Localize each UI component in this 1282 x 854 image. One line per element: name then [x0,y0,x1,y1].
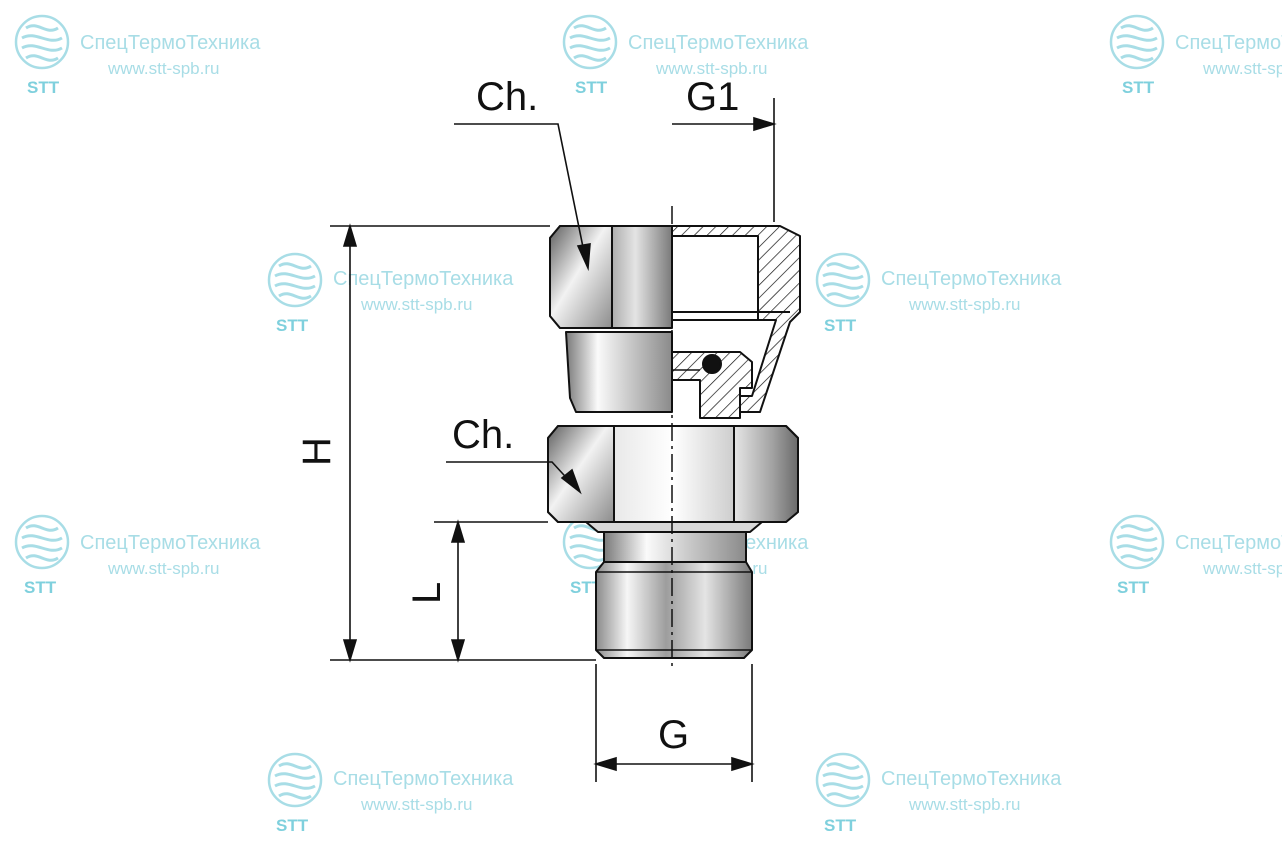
watermark-lower-left: STT СпецТермоТехника www.stt-spb.ru [14,514,261,597]
fitting-body [547,206,801,668]
stt-logo-icon [562,14,618,70]
stt-logo-icon [1109,514,1165,570]
stt-logo-icon [14,514,70,570]
watermark-company: СпецТермоТехника [333,768,514,790]
watermark-company: СпецТермоТехника [881,268,1062,290]
watermark-company: СпецТермоТехника [80,32,261,54]
stt-logo-icon [267,252,323,308]
male-thread-stud [585,521,763,659]
inner-cone-section [671,351,753,419]
thread-g1-label: G1 [686,75,739,119]
arrow-left-icon [593,756,617,772]
watermark-abbr: STT [570,578,603,597]
watermark-company: СпецТермоТехника [1175,532,1282,554]
upper-hex-nut [549,225,673,329]
watermark-url: www.stt-spb.ru [1202,559,1282,578]
watermark-bottom-left: STT СпецТермоТехника www.stt-spb.ru [267,752,514,835]
watermark-lower-right: STT СпецТермоТехника www.stt-spb.ru [1109,514,1282,597]
stt-logo-icon [267,752,323,808]
arrow-up-icon [342,223,358,247]
watermark-url: www.stt-spb.ru [107,59,219,78]
watermark-abbr: STT [575,78,608,97]
neck [565,331,673,413]
watermark-abbr: STT [276,316,309,335]
arrow-right-icon [731,756,755,772]
watermark-url: www.stt-spb.ru [360,795,472,814]
watermark-company: СпецТермоТехника [881,768,1062,790]
watermark-company: СпецТермоТехника [628,32,809,54]
arrow-right-icon [753,116,777,132]
chamfer-top-label: Ch. [476,75,538,119]
watermark-top-left: STT СпецТермоТехника www.stt-spb.ru [14,14,261,97]
chamfer-bottom-label: Ch. [452,413,514,457]
watermark-abbr: STT [27,78,60,97]
o-ring [702,354,722,374]
watermark-top-right: STT СпецТермоТехника www.stt-spb.ru [1109,14,1282,97]
arrow-up-icon [450,519,466,543]
watermark-top-center: STT СпецТермоТехника www.stt-spb.ru [562,14,809,97]
watermark-abbr: STT [24,578,57,597]
watermark-bottom-right: STT СпецТермоТехника www.stt-spb.ru [815,752,1062,835]
watermark-abbr: STT [1122,78,1155,97]
watermark-company: СпецТермоТехника [1175,32,1282,54]
watermark-url: www.stt-spb.ru [908,795,1020,814]
lower-hex-body [547,425,799,523]
dimension-lines [330,98,777,782]
watermark-abbr: STT [276,816,309,835]
stt-logo-icon [815,252,871,308]
arrow-down-icon [450,639,466,663]
length-label: L [405,582,449,604]
stt-logo-icon [14,14,70,70]
arrow-down-icon [342,639,358,663]
height-label: H [295,437,339,466]
watermark-url: www.stt-spb.ru [1202,59,1282,78]
watermark-url: www.stt-spb.ru [908,295,1020,314]
watermark-mid-right: STT СпецТермоТехника www.stt-spb.ru [815,252,1062,335]
watermark-mid-left: STT СпецТермоТехника www.stt-spb.ru [267,252,514,335]
stt-logo-icon [815,752,871,808]
watermark-company: СпецТермоТехника [80,532,261,554]
watermark-company: СпецТермоТехника [333,268,514,290]
watermark-url: www.stt-spb.ru [360,295,472,314]
watermark-url: www.stt-spb.ru [655,59,767,78]
watermark-abbr: STT [824,316,857,335]
thread-g-label: G [658,713,689,757]
arrow-down-icon [560,468,582,495]
watermark-abbr: STT [824,816,857,835]
arrow-down-icon [576,243,591,272]
stt-logo-icon [1109,14,1165,70]
watermark-abbr: STT [1117,578,1150,597]
chamfer-top-leader [454,123,587,263]
watermark-url: www.stt-spb.ru [107,559,219,578]
